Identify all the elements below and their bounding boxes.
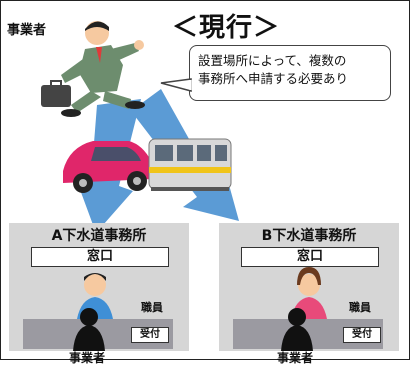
office-b-staff-icon: [291, 267, 327, 319]
office-b-visitor-label: 事業者: [277, 351, 314, 365]
office-a-staff-label: 職員: [141, 301, 163, 314]
office-b-visitor-icon: [281, 308, 313, 351]
office-a-visitor-label: 事業者: [69, 351, 106, 365]
office-b-window-sign: 窓口: [241, 247, 379, 267]
office-b-reception-sign: 受付: [343, 327, 381, 343]
speech-bubble-line: 事務所へ申請する必要あり: [198, 71, 349, 86]
office-a-visitor-icon: [73, 308, 105, 351]
office-b-name: B下水道事務所: [261, 228, 357, 244]
office-b-panel: B下水道事務所 窓口 職員 受付 事業者: [219, 223, 399, 365]
business-operator-label: 事業者: [7, 23, 47, 38]
speech-bubble: 設置場所によって、複数の 事務所へ申請する必要あり: [189, 45, 391, 101]
diagram-title: ＜現行＞: [171, 13, 280, 43]
office-b-staff-label: 職員: [349, 301, 371, 314]
office-a-window-sign: 窓口: [31, 247, 169, 267]
office-a-reception-sign: 受付: [131, 327, 169, 343]
speech-bubble-line: 設置場所によって、複数の: [198, 53, 347, 68]
office-a-name: A下水道事務所: [51, 228, 147, 244]
office-a-panel: A下水道事務所 窓口 職員 受付 事業者: [9, 223, 189, 365]
